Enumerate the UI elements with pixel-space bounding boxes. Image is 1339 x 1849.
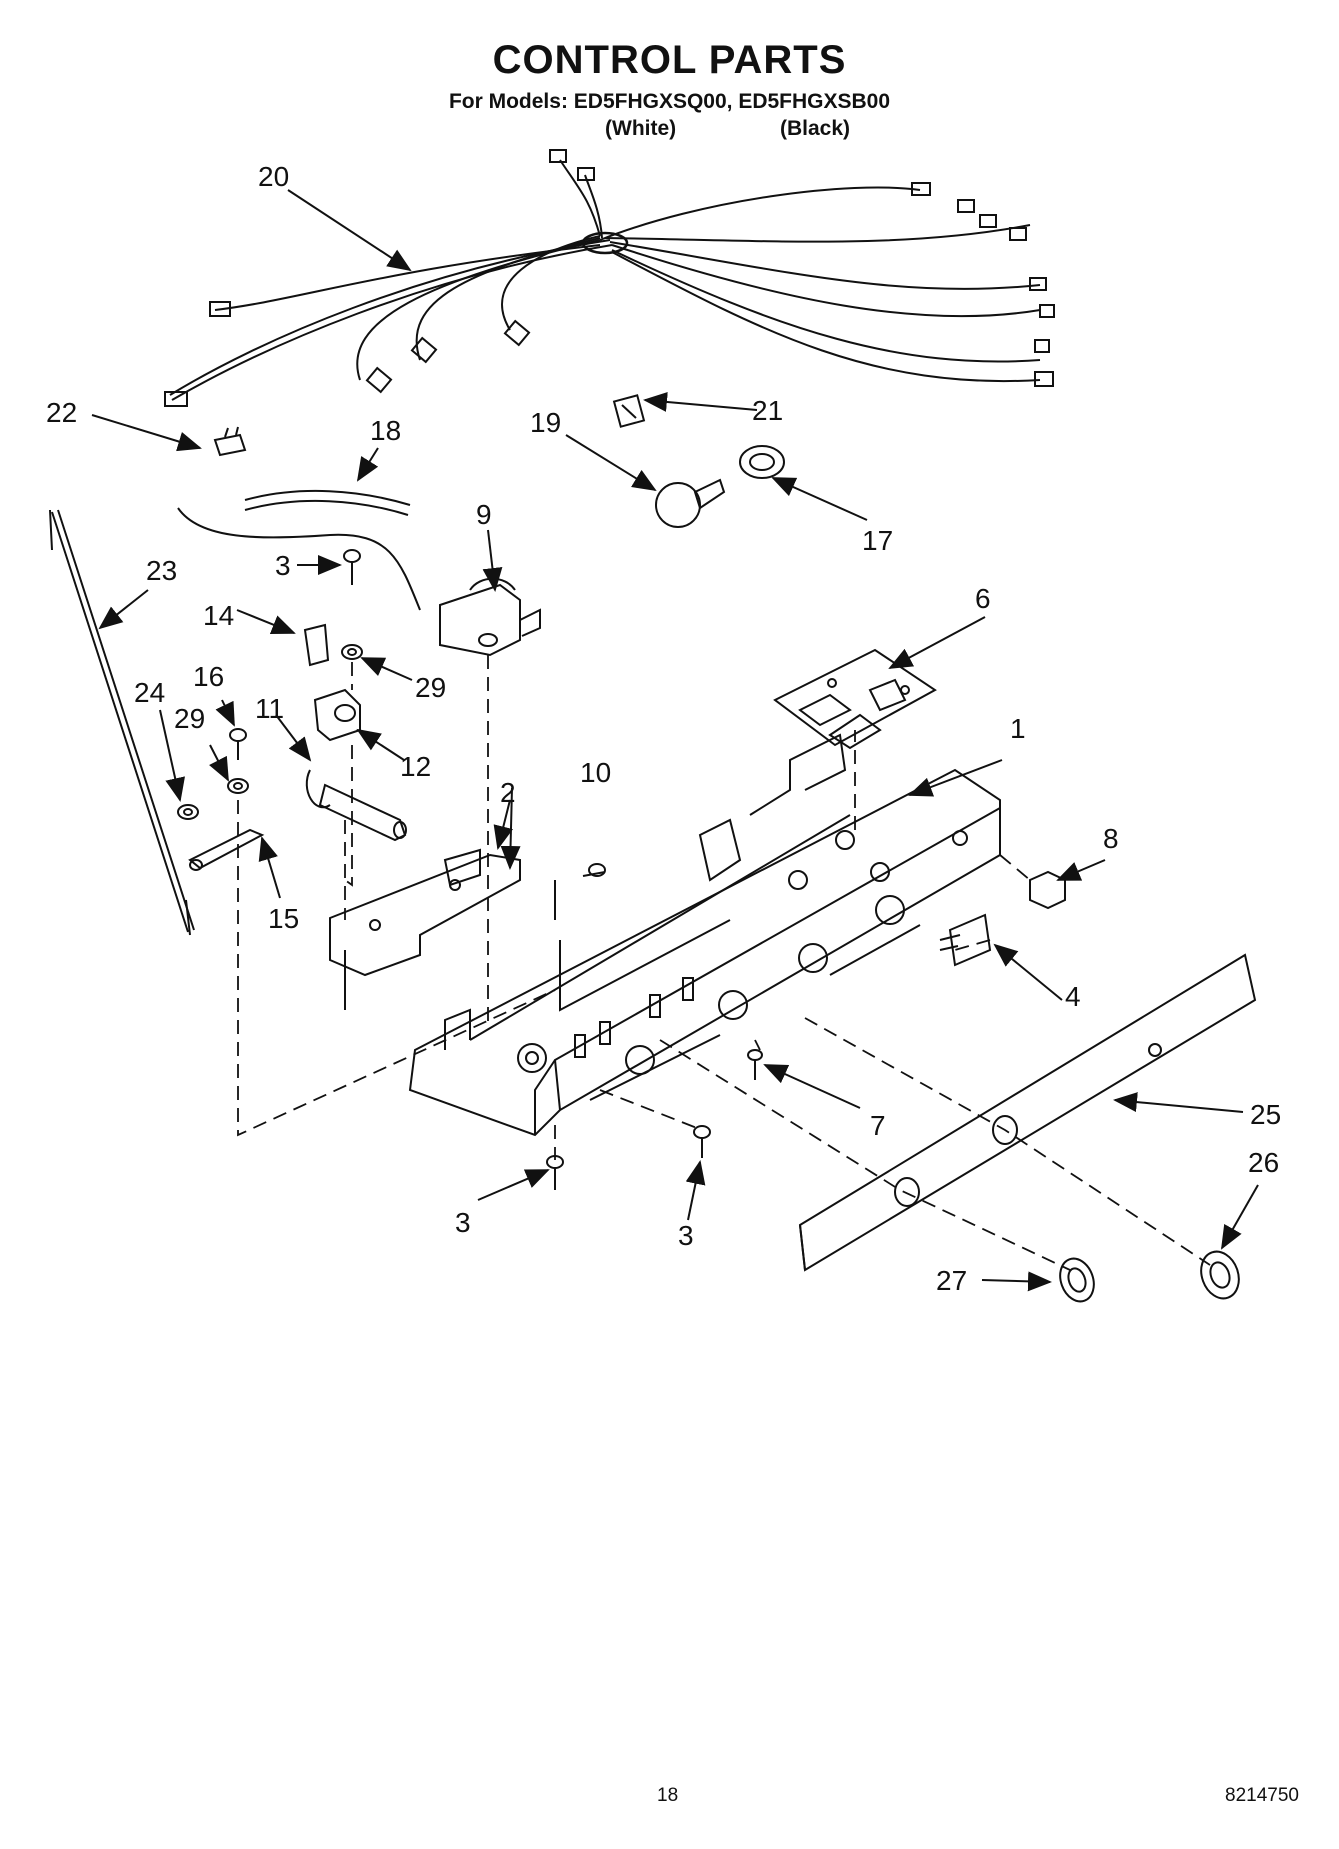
callout-23: 23 [146,555,177,586]
callout-19: 19 [530,407,561,438]
callout-16: 16 [193,661,224,692]
console-panel-part-25 [798,953,1257,1272]
screw-part-3-bottom [546,1155,564,1190]
washer-part-29-left [227,778,249,794]
callout-25: 25 [1250,1099,1281,1130]
lever-part-15 [188,828,265,871]
thermostat-part-9 [439,577,541,657]
screw-part-3-top [343,549,361,585]
callout-29-left: 29 [174,703,205,734]
control-board-part-6 [773,648,937,750]
bracket-part-2 [329,848,556,1010]
screw-part-16 [229,728,247,760]
models-line: For Models: ED5FHGXSQ00, ED5FHGXSB00 [448,90,891,113]
light-socket-part-17 [739,445,785,479]
callout-6: 6 [975,583,991,614]
page-number: 18 [657,1785,679,1806]
washer-part-24 [177,804,199,820]
callout-1: 1 [1010,713,1026,744]
callout-14: 14 [203,600,234,631]
callout-27: 27 [936,1265,967,1296]
callout-29-top: 29 [415,672,446,703]
callout-22: 22 [46,397,77,428]
callout-11: 11 [255,693,284,724]
switch-part-4 [939,913,992,967]
callout-17: 17 [862,525,893,556]
variant-white-label: (White) [605,117,677,140]
callout-9: 9 [476,499,492,530]
callout-8: 8 [1103,823,1119,854]
callout-2: 2 [500,777,516,808]
callout-21: 21 [752,395,783,426]
wire-harness-part [164,149,1055,407]
knob-part-27 [1059,1257,1095,1303]
callout-15: 15 [268,903,299,934]
bulb-part-19 [655,478,726,528]
leader-arrows [91,189,1259,1292]
alignment-lines [237,655,1211,1271]
bracket-part-12 [313,688,361,742]
knob-part-26 [1200,1250,1240,1300]
callout-3-center: 3 [678,1220,694,1251]
document-number: 8214750 [1225,1785,1299,1806]
callout-12: 12 [400,751,431,782]
callout-3-top: 3 [275,550,291,581]
callout-10: 10 [580,757,611,788]
callout-26: 26 [1248,1147,1279,1178]
callout-labels: 20 22 18 19 21 17 23 3 9 14 29 16 24 29 … [46,161,1281,1296]
socket-part-21 [612,394,646,428]
callout-18: 18 [370,415,401,446]
callout-20: 20 [258,161,289,192]
tube-part-18 [177,489,421,611]
screw-part-3-center [693,1125,711,1158]
bracket-part-14 [303,623,330,667]
callout-4: 4 [1065,981,1081,1012]
screw-part-10 [582,863,606,877]
clip-part-22 [213,426,247,457]
shaft-part-11 [305,769,407,842]
page-title: CONTROL PARTS [492,38,847,82]
washer-part-29-top [341,644,363,660]
callout-3-left: 3 [455,1207,471,1238]
callout-7: 7 [870,1110,886,1141]
rod-part-23 [49,509,195,936]
variant-black-label: (Black) [780,117,851,140]
callout-24: 24 [134,677,165,708]
button-part-8 [1029,870,1066,910]
screw-part-7 [747,1049,763,1080]
